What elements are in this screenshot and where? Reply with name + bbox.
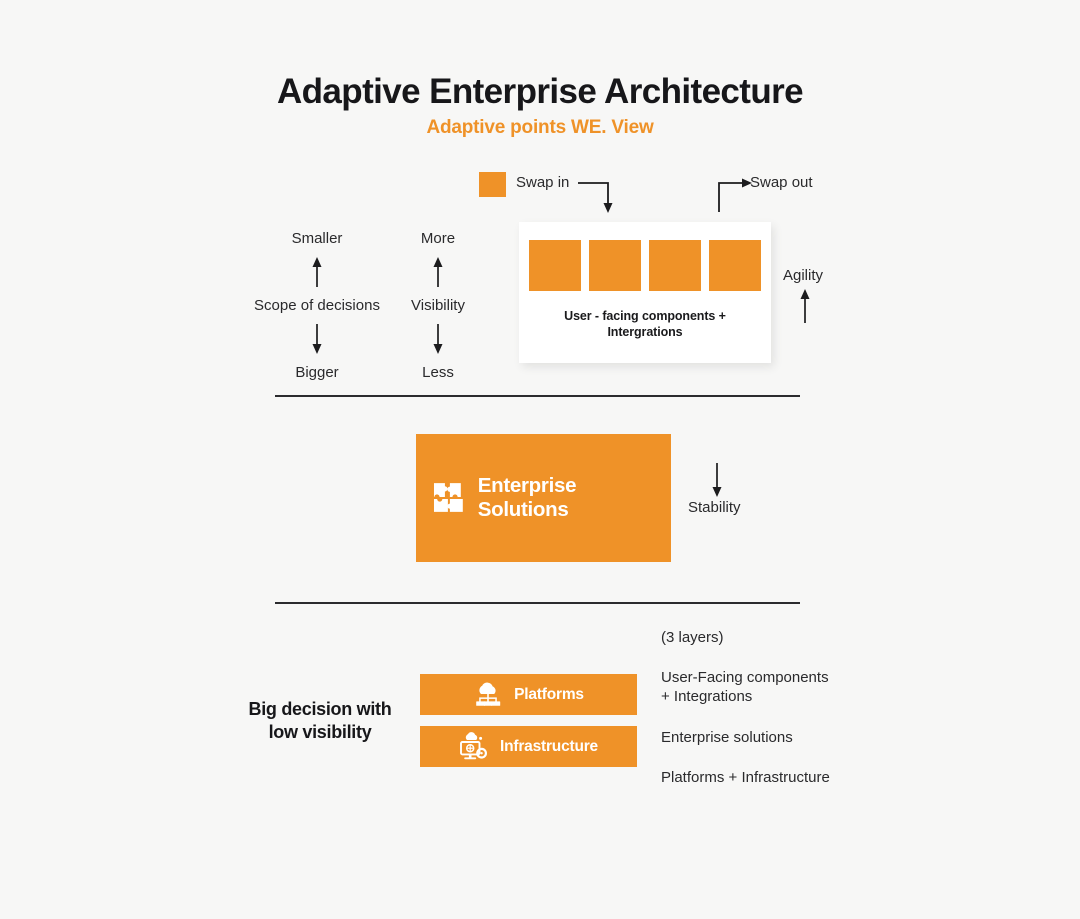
component-blocks-row	[529, 240, 761, 291]
cloud-network-icon	[476, 682, 501, 706]
section-divider	[275, 395, 800, 397]
arrow-up-icon	[312, 257, 322, 287]
orange-square-swatch-icon	[479, 172, 506, 197]
page-subtitle: Adaptive points WE. View	[426, 117, 654, 138]
component-block[interactable]	[649, 240, 701, 291]
measure-bottom-label: Bigger	[295, 364, 339, 381]
layer-label: User-Facing components + Integrations	[661, 668, 829, 706]
measure-mid-label: Scope of decisions	[254, 297, 380, 314]
measure-scope-of-decisions: Smaller Scope of decisions Bigger	[232, 230, 402, 381]
infrastructure-label: Infrastructure	[500, 737, 598, 755]
big-decision-caption: Big decision with low visibility	[248, 699, 392, 743]
agility-arrow-up-icon	[800, 289, 810, 323]
measure-bottom-label: Less	[422, 364, 454, 381]
page-title: Adaptive Enterprise Architecture	[276, 72, 804, 111]
puzzle-pieces-icon	[433, 483, 463, 512]
component-block[interactable]	[529, 240, 581, 291]
stability-arrow-down-icon	[712, 463, 722, 497]
swap-out-arrow-icon	[718, 178, 752, 212]
swap-in-label: Swap in	[516, 174, 570, 191]
measure-top-label: Smaller	[291, 230, 343, 247]
component-block[interactable]	[589, 240, 641, 291]
enterprise-solutions-label: Enterprise Solutions	[477, 474, 577, 521]
enterprise-solutions-box[interactable]: Enterprise Solutions	[416, 434, 671, 562]
measure-top-label: More	[420, 230, 456, 247]
platforms-label: Platforms	[514, 685, 584, 703]
layer-label: Platforms + Infrastructure	[661, 769, 830, 786]
stability-label: Stability	[688, 499, 741, 516]
user-facing-components-card: User - facing components + Intergrations	[519, 222, 771, 363]
layers-count-label: (3 layers)	[661, 629, 724, 646]
agility-label: Agility	[783, 267, 824, 284]
server-monitor-gear-icon	[460, 731, 487, 759]
arrow-down-icon	[433, 324, 443, 354]
arrow-down-icon	[312, 324, 322, 354]
infrastructure-box[interactable]: Infrastructure	[420, 726, 637, 767]
arrow-up-icon	[433, 257, 443, 287]
platforms-box[interactable]: Platforms	[420, 674, 637, 715]
section-divider	[275, 602, 800, 604]
layers-column: (3 layers) User-Facing components + Inte…	[661, 628, 841, 788]
measure-mid-label: Visibility	[411, 297, 465, 314]
card-caption: User - facing components + Intergrations	[564, 309, 726, 339]
component-block[interactable]	[709, 240, 761, 291]
swap-out-label: Swap out	[750, 174, 813, 191]
swap-in-arrow-icon	[578, 182, 613, 213]
measure-visibility: More Visibility Less	[396, 230, 480, 381]
layer-label: Enterprise solutions	[661, 728, 793, 746]
